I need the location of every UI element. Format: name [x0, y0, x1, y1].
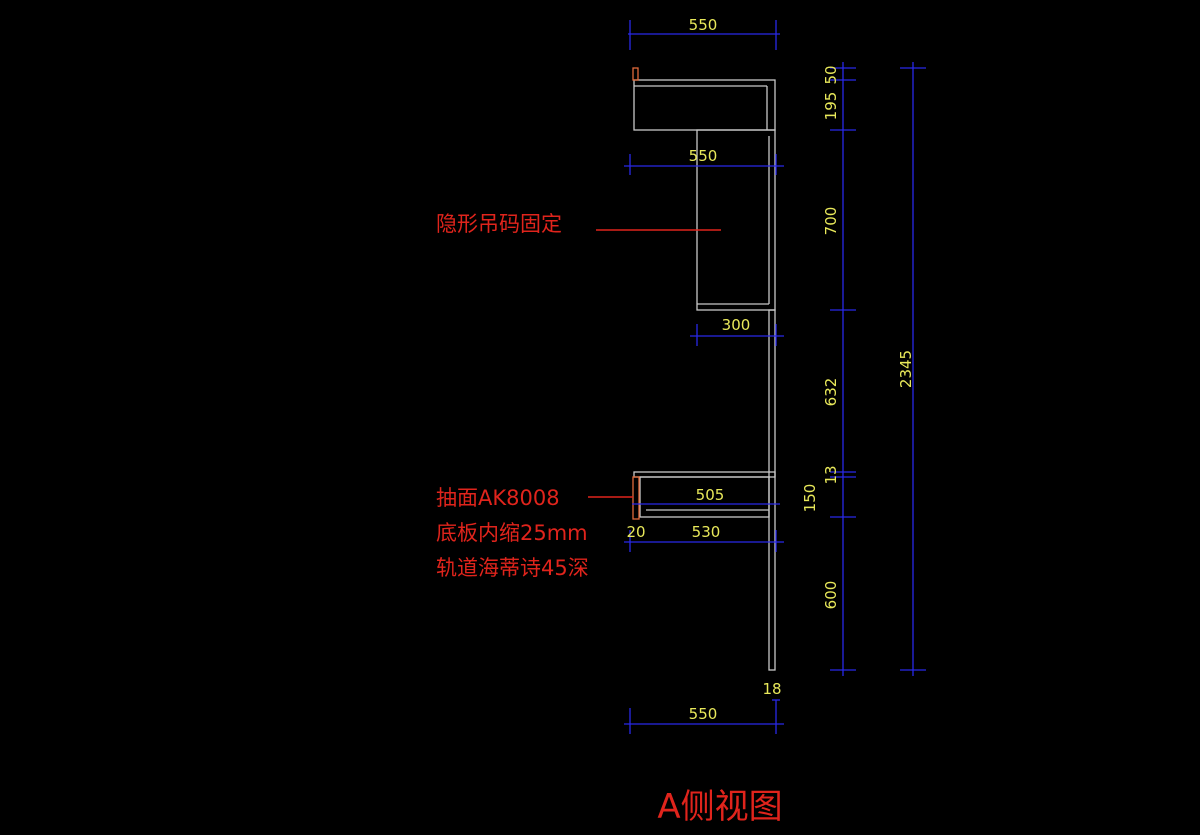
note-hidden-hanger: 隐形吊码固定 [436, 212, 562, 236]
dim-panel-thickness: 18 [762, 680, 781, 698]
cabinet-geometry [632, 67, 776, 671]
back-panel [768, 309, 776, 671]
dim-h-50: 50 [822, 65, 840, 84]
dim-h-700: 700 [822, 207, 840, 236]
upper-cabinet [696, 129, 776, 311]
dim-drawer-width: 530 [692, 523, 721, 541]
drawer-box [639, 476, 770, 518]
dim-shelf-depth: 300 [722, 316, 751, 334]
drawer-top-board [633, 471, 776, 478]
dim-h-150: 150 [801, 484, 819, 513]
dim-h-600: 600 [822, 581, 840, 610]
dimension-labels: 550 550 300 505 20 530 550 18 50 195 700… [626, 16, 915, 723]
top-trim [632, 67, 639, 81]
drawer-face-panel [632, 476, 640, 520]
dim-drawer-inner: 505 [696, 486, 725, 504]
note-bottom-inset: 底板内缩25mm [436, 521, 588, 545]
dim-upper-cabinet-width: 550 [689, 147, 718, 165]
dim-h-632: 632 [822, 378, 840, 407]
dim-total-height: 2345 [897, 350, 915, 388]
note-drawer-face: 抽面AK8008 [436, 486, 560, 510]
dim-h-13: 13 [822, 465, 840, 484]
view-title: A侧视图 [657, 787, 782, 827]
note-rail: 轨道海蒂诗45深 [436, 556, 589, 580]
dim-bottom-width: 550 [689, 705, 718, 723]
annotations: 隐形吊码固定 抽面AK8008 底板内缩25mm 轨道海蒂诗45深 [436, 212, 721, 580]
dimension-lines [624, 20, 926, 734]
top-box [633, 79, 776, 131]
dim-h-195: 195 [822, 92, 840, 121]
dim-top-width: 550 [689, 16, 718, 34]
dim-drawer-offset: 20 [626, 523, 645, 541]
